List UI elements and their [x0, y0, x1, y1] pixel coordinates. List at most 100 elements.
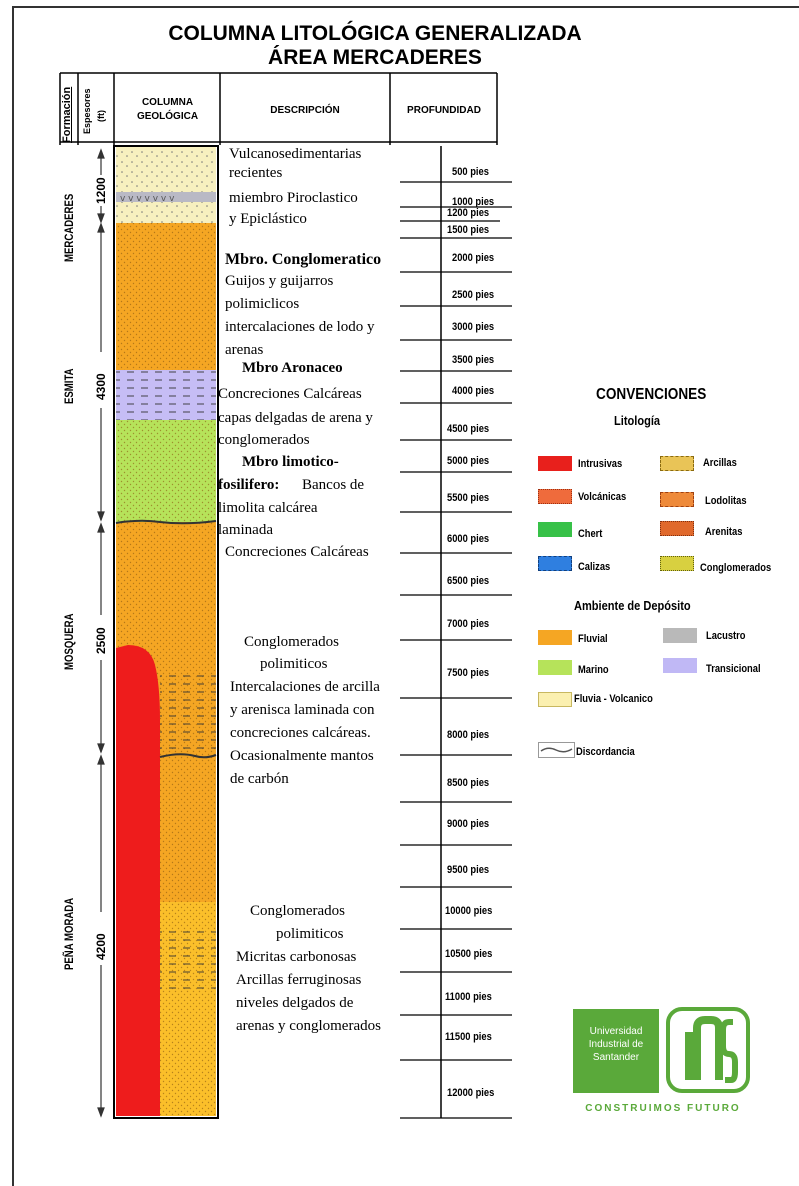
discordance-line — [115, 519, 217, 525]
unit-lacustre-band — [116, 192, 216, 202]
description-line: Concreciones Calcáreas — [225, 544, 369, 560]
depth-label: 1000 pies — [452, 196, 495, 208]
legend-label: Fluvia - Volcanico — [574, 693, 653, 705]
description-line: intercalaciones de lodo y — [225, 319, 375, 335]
legend-label: Volcánicas — [578, 491, 627, 503]
legend-swatch-arcillas — [660, 456, 694, 471]
depth-label: 2500 pies — [452, 289, 495, 301]
description-line: concreciones calcáreas. — [230, 725, 371, 741]
header-columna: COLUMNA — [141, 97, 194, 108]
legend-swatch-volcanicas — [538, 489, 572, 504]
depth-label: 500 pies — [452, 166, 489, 178]
legend-subtitle-litologia: Litología — [614, 413, 661, 428]
formation-name: MERCADERES — [62, 193, 76, 262]
depth-label: 9000 pies — [447, 818, 490, 830]
description-member: Mbro limotico- — [242, 454, 339, 470]
uis-logo-line: Industrial de — [588, 1039, 644, 1050]
figure-title-line1: COLUMNA LITOLÓGICA GENERALIZADA — [168, 22, 582, 45]
legend-swatch-arenitas — [660, 521, 694, 536]
legend-swatch-marino — [538, 660, 572, 675]
depth-label: 4500 pies — [447, 423, 490, 435]
description-line: polimiticos — [276, 926, 344, 942]
legend-swatch-fluvial — [538, 630, 572, 645]
depth-label: 11500 pies — [445, 1031, 492, 1043]
description-line: polimiclicos — [225, 296, 300, 312]
formation-thickness: 1200 — [94, 177, 108, 204]
depth-label: 4000 pies — [452, 385, 495, 397]
legend-label: Discordancia — [576, 746, 635, 758]
depth-label: 10500 pies — [445, 948, 493, 960]
legend-label: Intrusivas — [578, 458, 623, 470]
formation-name: MOSQUERA — [62, 613, 76, 670]
legend-label: Fluvial — [578, 633, 608, 645]
page-border-left — [12, 6, 14, 1186]
depth-label: 3500 pies — [452, 354, 495, 366]
description-line: Conglomerados — [250, 903, 345, 919]
legend-label: Arenitas — [705, 526, 743, 538]
description-line: limolita calcárea — [218, 500, 318, 516]
legend-label: Conglomerados — [700, 562, 772, 574]
legend-discordancia-icon — [538, 742, 575, 758]
legend-swatch-fluvio-volcanico — [538, 692, 572, 707]
uis-logo-line: Universidad — [589, 1026, 643, 1037]
description-line: laminada — [218, 522, 273, 538]
description-line: Guijos y guijarros — [225, 273, 334, 289]
header-geologica: GEOLÓGICA — [136, 111, 199, 122]
formation-thickness: 4300 — [94, 373, 108, 400]
header-profundidad: PROFUNDIDAD — [407, 105, 481, 116]
description-line: Bancos de — [302, 477, 365, 493]
legend-subtitle-ambiente: Ambiente de Depósito — [574, 598, 691, 613]
legend-swatch-lacustro — [663, 628, 697, 643]
legend-label: Transicional — [706, 663, 761, 675]
description-line: Arcillas ferruginosas — [236, 972, 362, 988]
legend-label: Lodolitas — [705, 495, 747, 507]
depth-label: 6500 pies — [447, 575, 490, 587]
intrusive-body — [116, 645, 160, 1116]
description-line: y Epiclástico — [229, 211, 307, 227]
formation-thickness: 2500 — [94, 627, 108, 654]
discordance-line — [159, 753, 217, 759]
description-line: miembro Piroclastico — [229, 190, 358, 206]
depth-label: 1200 pies — [447, 207, 490, 219]
depth-label: 5000 pies — [447, 455, 490, 467]
description-member: fosilifero: — [218, 477, 280, 493]
svg-text:v v v v v v v: v v v v v v v — [120, 194, 175, 204]
legend-swatch-intrusivas — [538, 456, 572, 471]
uis-slogan: CONSTRUIMOS FUTURO — [585, 1103, 741, 1114]
description-line: Ocasionalmente mantos — [230, 748, 374, 764]
depth-label: 8500 pies — [447, 777, 490, 789]
uis-logo-icon — [666, 1007, 750, 1093]
description-member: Mbro. Conglomeratico — [225, 251, 382, 268]
depth-label: 10000 pies — [445, 905, 493, 917]
legend-label: Marino — [578, 664, 609, 676]
description-line: capas delgadas de arena y — [218, 410, 373, 426]
page-border-top — [12, 6, 799, 8]
formation-name: PEÑA MORADA — [62, 897, 76, 970]
uis-logo-text-block — [573, 1009, 659, 1093]
description-line: de carbón — [230, 771, 289, 787]
depth-label: 12000 pies — [447, 1087, 495, 1099]
depth-label: 8000 pies — [447, 729, 490, 741]
description-line: arenas — [225, 342, 264, 358]
legend-swatch-calizas — [538, 556, 572, 571]
description-line: Concreciones Calcáreas — [218, 386, 362, 402]
description-line: conglomerados — [218, 432, 310, 448]
uis-logo-line: Santander — [592, 1052, 640, 1063]
figure-title-line2: ÁREA MERCADERES — [268, 46, 482, 69]
legend-swatch-conglomerados — [660, 556, 694, 571]
depth-label: 1500 pies — [447, 224, 490, 236]
depth-label: 9500 pies — [447, 864, 490, 876]
depth-label: 6000 pies — [447, 533, 490, 545]
description-line: y arenisca laminada con — [230, 702, 375, 718]
description-line: Micritas carbonosas — [236, 949, 357, 965]
legend-title: CONVENCIONES — [596, 386, 707, 403]
legend-swatch-transicional — [663, 658, 697, 673]
description-line: polimiticos — [260, 656, 328, 672]
depth-label: 2000 pies — [452, 252, 495, 264]
description-line: arenas y conglomerados — [236, 1018, 381, 1034]
header-descripcion: DESCRIPCIÓN — [270, 105, 340, 116]
legend-label: Chert — [578, 528, 603, 540]
